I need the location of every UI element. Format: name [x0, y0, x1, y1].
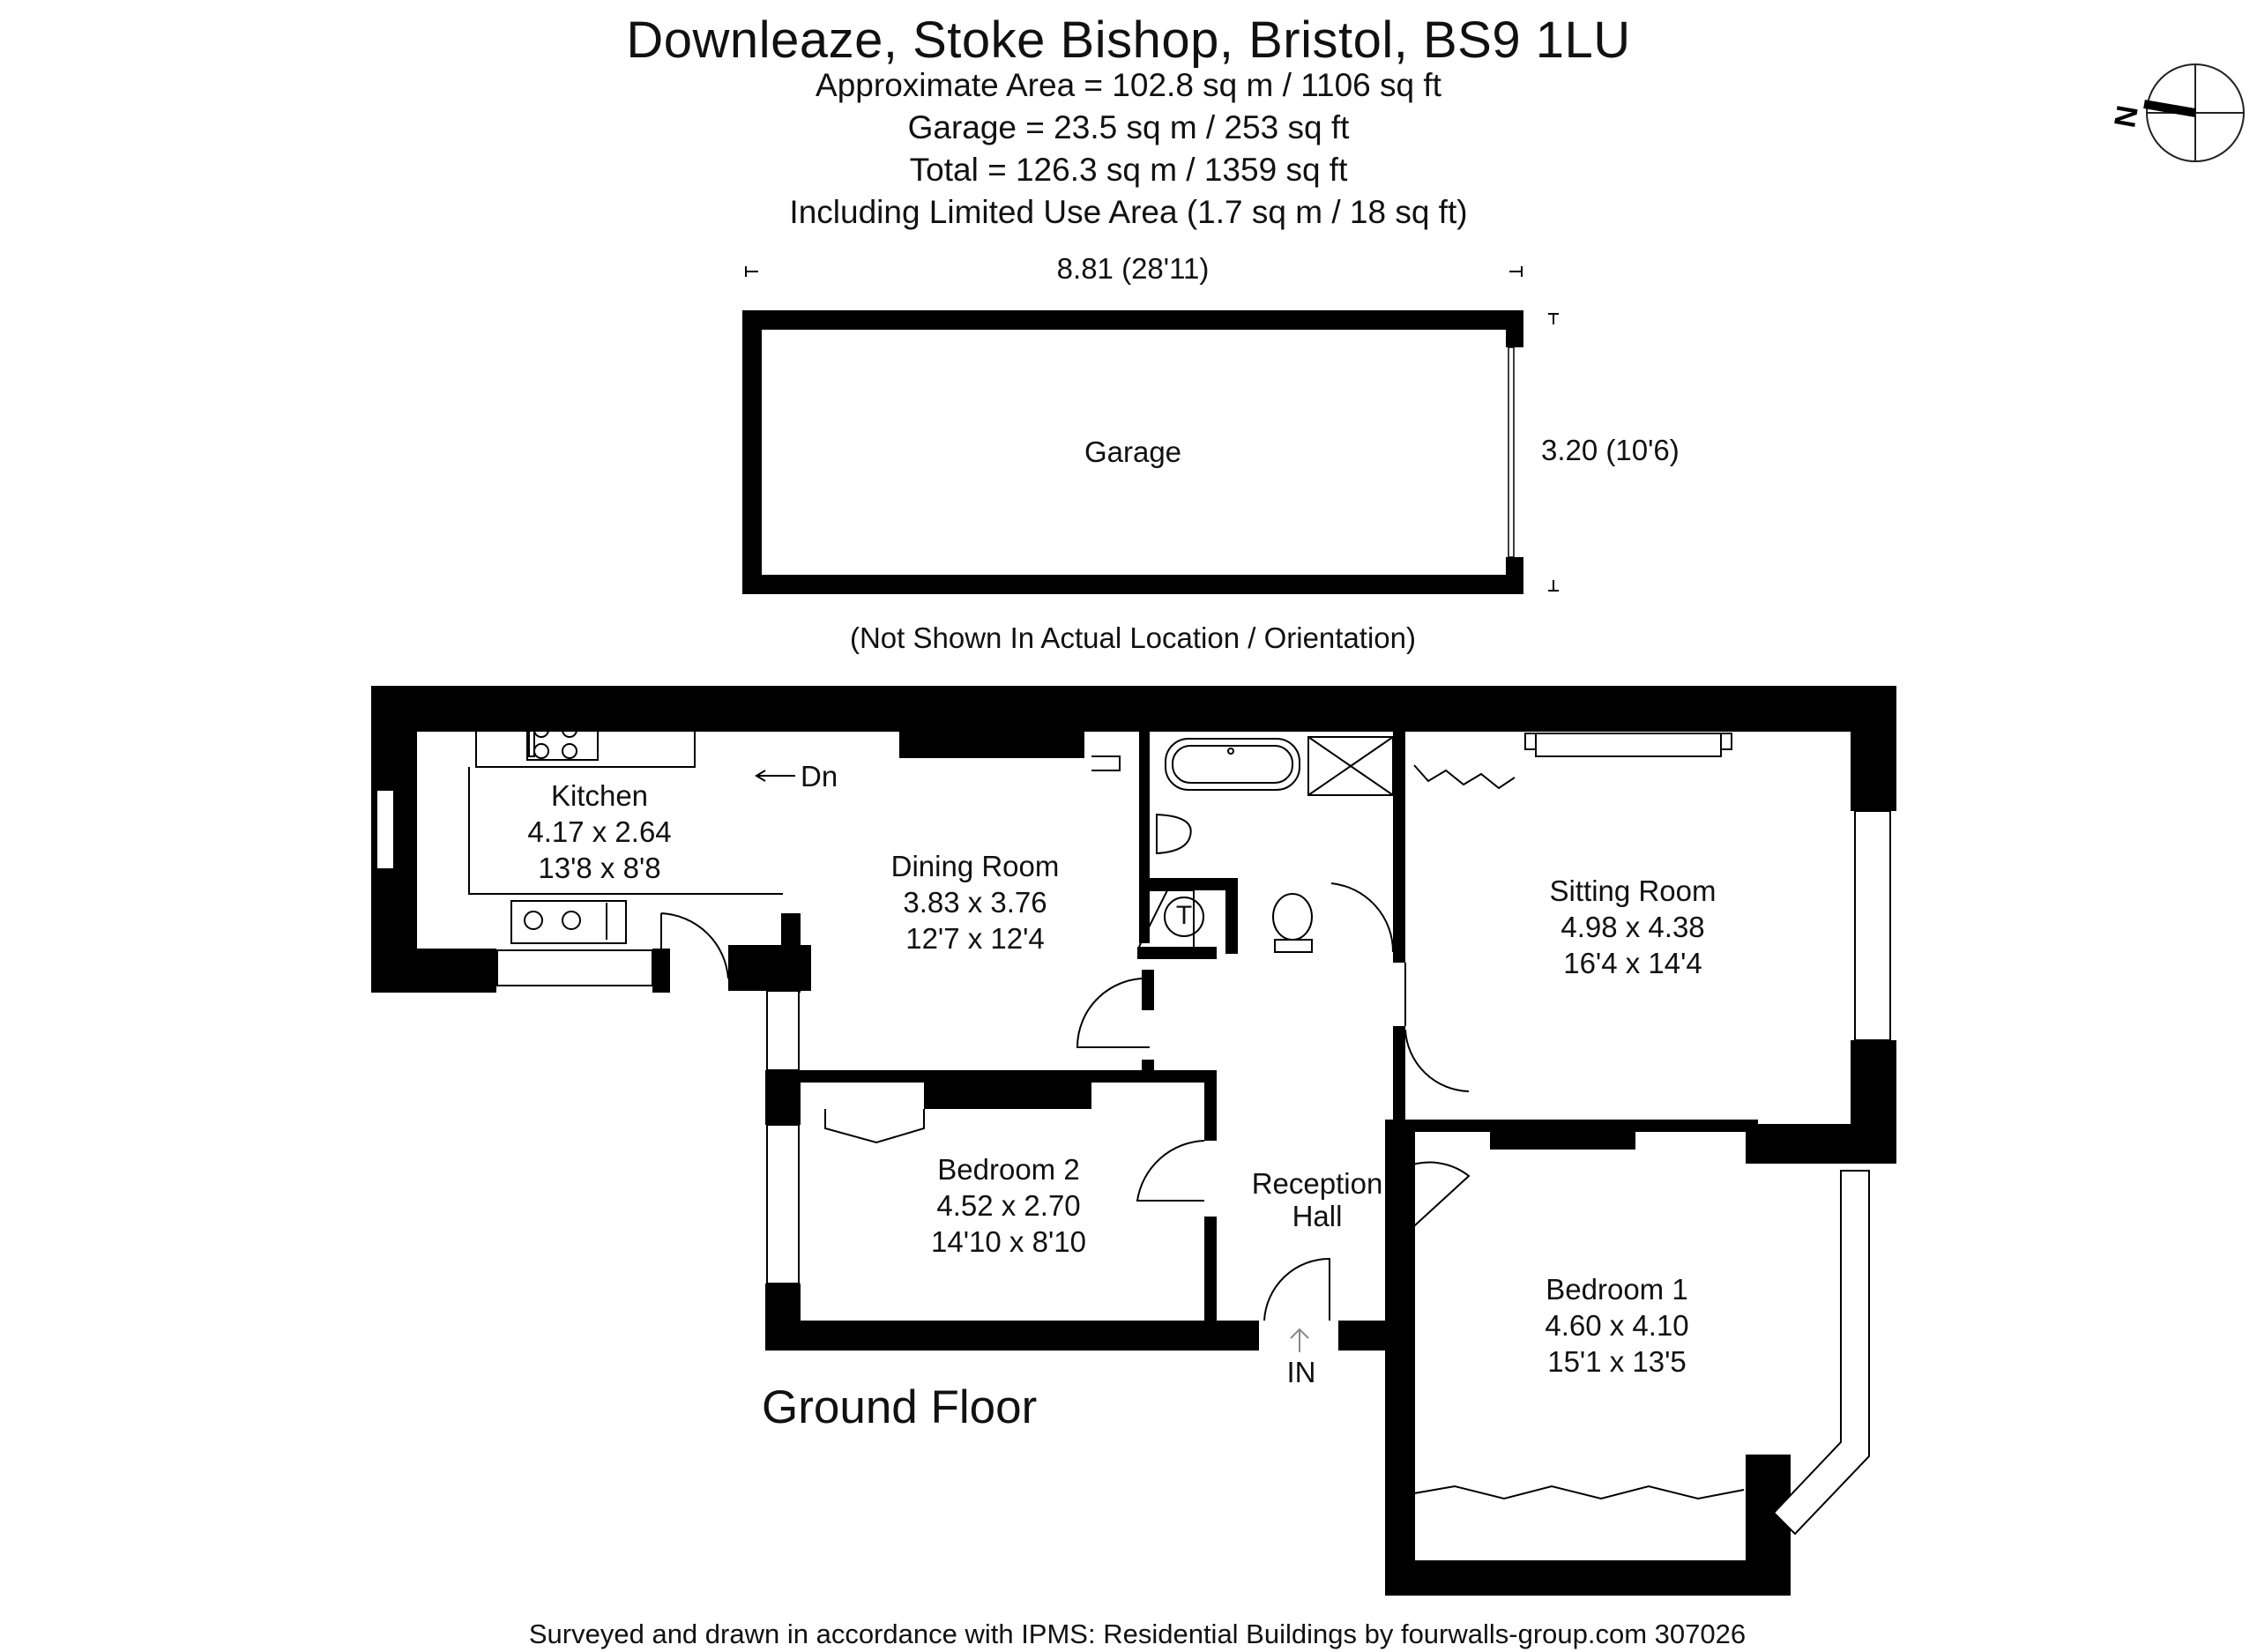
room-bedroom1-name: Bedroom 1: [1546, 1273, 1688, 1306]
door-swings: [1076, 755, 1471, 1321]
garage-width-label: 8.81 (28'11): [1056, 252, 1210, 285]
room-bedroom2-label: Bedroom 2 4.52 x 2.70 14'10 x 8'10: [931, 1151, 1086, 1260]
fireplace-sitting-room: [1524, 733, 1732, 757]
property-address-title: Downleaze, Stoke Bishop, Bristol, BS9 1L…: [626, 11, 1631, 69]
floor-name-label: Ground Floor: [762, 1381, 1038, 1433]
room-bedroom2-imperial: 14'10 x 8'10: [931, 1225, 1086, 1258]
cupboard-t: [1138, 889, 1204, 948]
area-approximate-line: Approximate Area = 102.8 sq m / 1106 sq …: [816, 67, 1441, 103]
room-dining-metric: 3.83 x 3.76: [903, 886, 1047, 919]
entrance-label: IN: [1286, 1356, 1316, 1388]
room-sitting-imperial: 16'4 x 14'4: [1563, 947, 1702, 979]
room-bedroom2-metric: 4.52 x 2.70: [936, 1189, 1081, 1222]
cupboard-t-label: T: [1175, 901, 1193, 930]
windows: [376, 789, 1891, 1536]
room-hall-line1: Reception: [1251, 1167, 1383, 1200]
room-bedroom2-name: Bedroom 2: [937, 1153, 1080, 1186]
bath-tub: [1165, 738, 1300, 791]
room-reception-hall-label: Reception Hall: [1252, 1167, 1383, 1232]
room-kitchen-metric: 4.17 x 2.64: [527, 815, 672, 848]
survey-footer: Surveyed and drawn in accordance with IP…: [528, 1619, 1747, 1649]
room-sitting-metric: 4.98 x 4.38: [1561, 911, 1705, 943]
garage-location-note: (Not Shown In Actual Location / Orientat…: [849, 621, 1417, 654]
room-dining-label: Dining Room 3.83 x 3.76 12'7 x 12'4: [891, 848, 1060, 956]
area-garage-line: Garage = 23.5 sq m / 253 sq ft: [907, 109, 1350, 145]
room-bedroom1-label: Bedroom 1 4.60 x 4.10 15'1 x 13'5: [1545, 1271, 1688, 1380]
room-kitchen-label: Kitchen 4.17 x 2.64 13'8 x 8'8: [527, 778, 671, 886]
entrance-arrow-icon: [1290, 1328, 1309, 1352]
room-bedroom1-metric: 4.60 x 4.10: [1545, 1309, 1689, 1342]
room-dining-name: Dining Room: [890, 850, 1060, 882]
room-sitting-name: Sitting Room: [1549, 874, 1717, 907]
garage-dimension-marks: [745, 266, 1559, 592]
shower-tray: [1307, 736, 1394, 796]
stairs-arrow-icon: [755, 770, 795, 782]
room-dining-imperial: 12'7 x 12'4: [905, 922, 1045, 955]
room-hall-line2: Hall: [1292, 1200, 1343, 1232]
room-kitchen-imperial: 13'8 x 8'8: [538, 852, 661, 884]
garage-depth-label: 3.20 (10'6): [1541, 434, 1680, 466]
garage-room-label: Garage: [1084, 435, 1182, 468]
fitted-wardrobe: [824, 764, 1745, 1500]
compass-icon: [2143, 63, 2245, 162]
kitchen-worktop: [468, 717, 783, 944]
area-total-line: Total = 126.3 sq m / 1359 sq ft: [909, 152, 1348, 188]
compass-north-label: N: [2107, 103, 2144, 130]
room-bedroom1-imperial: 15'1 x 13'5: [1547, 1345, 1687, 1378]
area-limited-use-line: Including Limited Use Area (1.7 sq m / 1…: [789, 194, 1468, 230]
kitchen-door-swing: [660, 912, 729, 984]
interior-walls: [765, 732, 1758, 1338]
wash-basin: [1156, 813, 1192, 855]
toilet: [1272, 893, 1313, 953]
room-sitting-label: Sitting Room 4.98 x 4.38 16'4 x 14'4: [1550, 873, 1717, 981]
garage-outline: [742, 310, 1523, 594]
room-kitchen-name: Kitchen: [550, 779, 649, 812]
stairs-down-label: Dn: [801, 760, 838, 793]
